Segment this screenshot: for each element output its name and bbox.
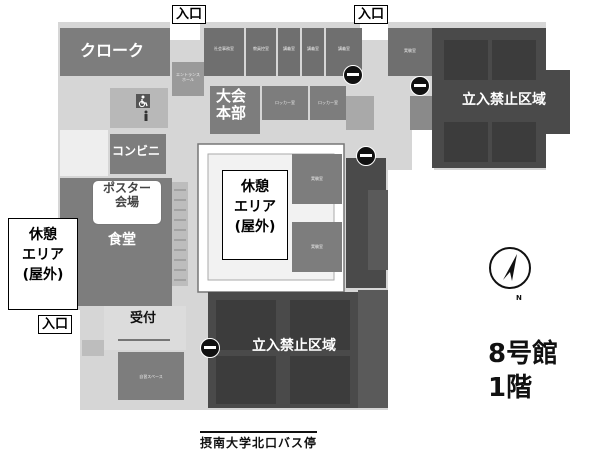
room-c-label: 講義室: [283, 46, 295, 51]
room-k-label: 実験室: [311, 244, 323, 249]
rest-area-center: 休憩 エリア (屋外): [222, 170, 288, 260]
cloakroom-room: [60, 28, 170, 76]
bus-stop-label: 摂南大学北口バス停: [200, 431, 318, 451]
room-f: [388, 28, 432, 76]
wheelchair-icon: [136, 94, 150, 108]
compass-label: N: [516, 294, 522, 302]
room-j: [292, 154, 342, 204]
room-c: [278, 28, 300, 76]
compass-icon: [489, 247, 531, 289]
poster-venue-label: ポスター 会場: [92, 180, 162, 225]
room-i-label: ロッカー室: [318, 100, 338, 105]
room-a-label: 社会事務室: [214, 46, 234, 51]
room-k: [292, 222, 342, 272]
reception-area: [104, 306, 186, 350]
no-entry-icon: [356, 146, 376, 166]
room-g-label: エントランス ホール: [176, 72, 200, 82]
room-b-label: 教員控室: [253, 46, 269, 51]
cloakroom-label: クローク: [80, 41, 145, 60]
reception-label: 受付: [130, 311, 157, 326]
restroom-icon: [144, 110, 148, 121]
room-d: [302, 28, 324, 76]
entrance-top-left: 入口: [172, 5, 207, 24]
room-b: [246, 28, 276, 76]
room-j-label: 実験室: [311, 176, 323, 181]
convenience-store-label: コンビニ: [112, 144, 161, 158]
no-entry-icon: [200, 338, 220, 358]
room-i: [310, 86, 346, 120]
room-h-label: ロッカー室: [275, 100, 295, 105]
entrance-left: 入口: [38, 315, 73, 334]
no-entry-icon: [410, 76, 430, 96]
restricted-south-label: 立入禁止区域: [252, 338, 336, 354]
no-entry-icon: [343, 65, 363, 85]
building-name: 8号館: [488, 339, 559, 369]
room-l: [118, 352, 184, 400]
conference-hq-label: 大会 本部: [216, 87, 247, 123]
room-e-label: 講義室: [338, 46, 350, 51]
hq-room: [210, 86, 260, 134]
cafeteria-label: 食堂: [108, 232, 136, 248]
room-a: [204, 28, 244, 76]
room-f-label: 実験室: [404, 48, 416, 53]
room-d-label: 講義室: [307, 46, 319, 51]
room-h: [262, 86, 308, 120]
room-g: [172, 62, 204, 96]
restricted-northeast-label: 立入禁止区域: [462, 92, 546, 108]
convenience-room: [110, 134, 166, 174]
room-l-label: 自習スペース: [139, 374, 163, 379]
entrance-top-right: 入口: [354, 5, 389, 24]
rest-area-west: 休憩 エリア (屋外): [8, 218, 78, 310]
floor-label: 1階: [488, 373, 533, 403]
